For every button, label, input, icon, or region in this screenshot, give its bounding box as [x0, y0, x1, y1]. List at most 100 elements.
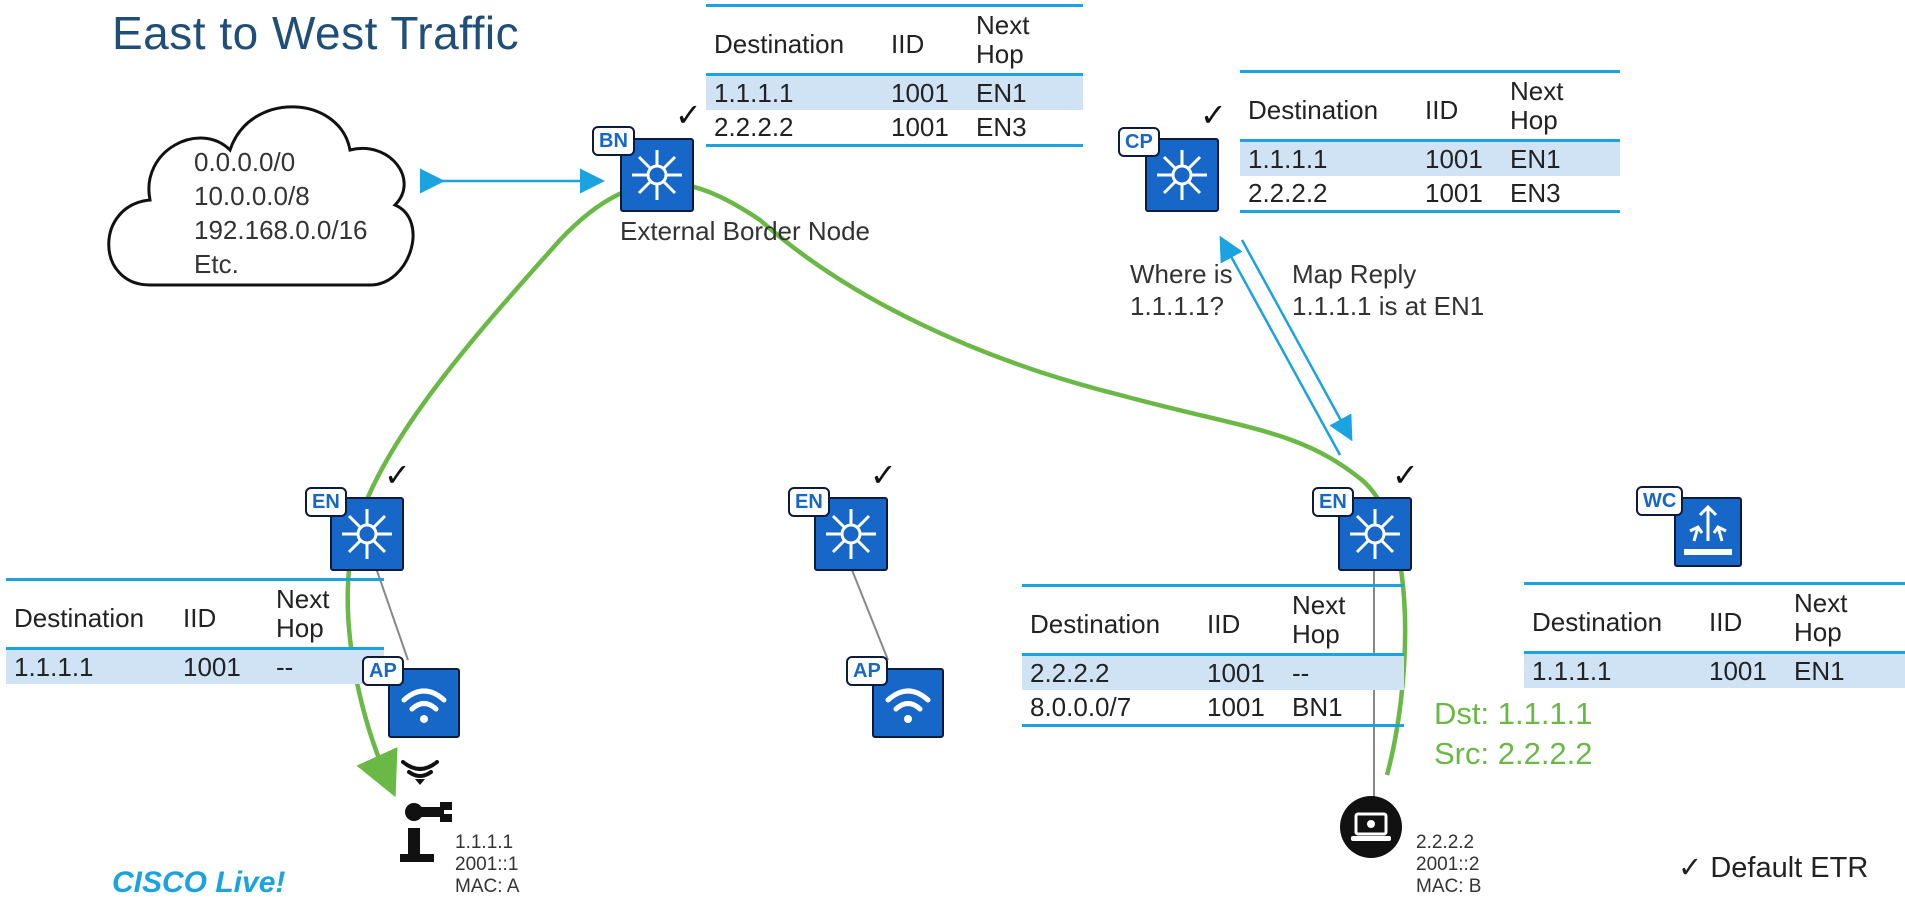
cloud-prefixes: 0.0.0.0/0 10.0.0.0/8 192.168.0.0/16 Etc. — [194, 145, 368, 281]
en2-check-icon: ✓ — [870, 457, 897, 493]
legend-default-etr: ✓ Default ETR — [1678, 852, 1869, 884]
cell-next: EN3 — [1510, 178, 1561, 208]
page-title: East to West Traffic — [112, 7, 520, 59]
cell-iid: 1001 — [891, 78, 949, 108]
cell-next: -- — [1292, 658, 1310, 688]
table-row: 1.1.1.1 1001 EN1 — [1240, 142, 1620, 176]
header-hop: Hop — [976, 39, 1024, 69]
cell-next: EN3 — [976, 112, 1027, 142]
packet-header: Dst: 1.1.1.1 Src: 2.2.2.2 — [1434, 694, 1593, 774]
en2-badge: EN — [788, 487, 830, 517]
control-plane-node[interactable] — [1145, 138, 1219, 212]
en1-check-icon: ✓ — [384, 457, 411, 493]
host2-ip: 2.2.2.2 — [1416, 832, 1475, 853]
map-request-label: Where is 1.1.1.1? — [1130, 258, 1233, 322]
cloud-line: Etc. — [194, 249, 239, 279]
map-reply-line: 1.1.1.1 is at EN1 — [1292, 291, 1485, 321]
cell-iid: 1001 — [891, 112, 949, 142]
cloud-line: 10.0.0.0/8 — [194, 181, 310, 211]
map-request-line: Where is — [1130, 259, 1233, 289]
host2-ipv6: 2001::2 — [1416, 854, 1480, 875]
table-row: 1.1.1.1 1001 EN1 — [1524, 654, 1905, 688]
wireless-controller[interactable] — [1674, 497, 1742, 567]
bn-badge: BN — [592, 126, 635, 156]
host1-info: 1.1.1.1 2001::1 MAC: A — [455, 832, 519, 898]
header-next: Next — [976, 10, 1030, 40]
header-destination: Destination — [1030, 609, 1161, 639]
edge-node-3[interactable] — [1338, 497, 1412, 571]
cell-iid: 1001 — [1425, 178, 1483, 208]
host2-info: 2.2.2.2 2001::2 MAC: B — [1416, 832, 1481, 898]
cisco-live-logo: CISCO Live! — [112, 866, 286, 899]
cell-next: EN1 — [1510, 144, 1561, 174]
robot-arm-icon — [400, 802, 452, 862]
access-point-1[interactable] — [388, 668, 460, 738]
cloud-line: 0.0.0.0/0 — [194, 147, 296, 177]
en3-badge: EN — [1312, 487, 1354, 517]
cell-dest: 2.2.2.2 — [714, 112, 794, 142]
map-reply-arrow — [1240, 239, 1353, 442]
header-next: Next — [1510, 76, 1564, 106]
cell-dest: 2.2.2.2 — [1248, 178, 1328, 208]
cloud-line: 192.168.0.0/16 — [194, 215, 368, 245]
cell-dest: 1.1.1.1 — [1248, 144, 1328, 174]
map-request-arrow — [1219, 235, 1342, 456]
table-row: 1.1.1.1 1001 EN1 — [706, 76, 1083, 110]
en1-badge: EN — [305, 487, 347, 517]
header-iid: IID — [1709, 607, 1743, 637]
header-destination: Destination — [14, 603, 145, 633]
cell-next: -- — [276, 652, 294, 682]
cell-iid: 1001 — [1207, 692, 1265, 722]
table-row: 2.2.2.2 1001 -- — [1022, 656, 1404, 690]
header-hop: Hop — [1510, 105, 1558, 135]
en3-check-icon: ✓ — [1392, 457, 1419, 493]
bn-label: External Border Node — [620, 216, 871, 246]
switch-icon — [342, 509, 392, 559]
wifi-icon — [885, 688, 931, 723]
host1-mac: MAC: A — [455, 876, 520, 897]
header-iid: IID — [891, 29, 925, 59]
ap1-badge: AP — [362, 656, 404, 686]
header-next: Next — [1292, 590, 1346, 620]
cell-next: EN1 — [976, 78, 1027, 108]
switch-icon — [632, 150, 682, 200]
map-request-line: 1.1.1.1? — [1130, 291, 1224, 321]
switch-icon — [1157, 150, 1207, 200]
wifi-icon — [401, 688, 447, 723]
cell-iid: 1001 — [1425, 144, 1483, 174]
map-reply-label: Map Reply 1.1.1.1 is at EN1 — [1292, 258, 1484, 322]
table-row: 2.2.2.2 1001 EN3 — [706, 110, 1083, 147]
cell-iid: 1001 — [183, 652, 241, 682]
packet-dst: Dst: 1.1.1.1 — [1434, 696, 1593, 731]
ap2-badge: AP — [846, 656, 888, 686]
cell-iid: 1001 — [1207, 658, 1265, 688]
header-hop: Hop — [276, 613, 324, 643]
wireless-signal-icon — [401, 760, 439, 785]
switch-icon — [826, 509, 876, 559]
cell-next: BN1 — [1292, 692, 1343, 722]
table-row: 1.1.1.1 1001 -- — [6, 650, 384, 684]
header-hop: Hop — [1794, 617, 1842, 647]
header-destination: Destination — [714, 29, 845, 59]
header-destination: Destination — [1248, 95, 1379, 125]
cell-dest: 1.1.1.1 — [714, 78, 794, 108]
cell-dest: 1.1.1.1 — [1532, 656, 1612, 686]
cell-dest: 1.1.1.1 — [14, 652, 94, 682]
host2-mac: MAC: B — [1416, 876, 1482, 897]
header-next: Next — [276, 584, 330, 614]
cell-dest: 2.2.2.2 — [1030, 658, 1110, 688]
switch-icon — [1350, 509, 1400, 559]
header-iid: IID — [1207, 609, 1241, 639]
